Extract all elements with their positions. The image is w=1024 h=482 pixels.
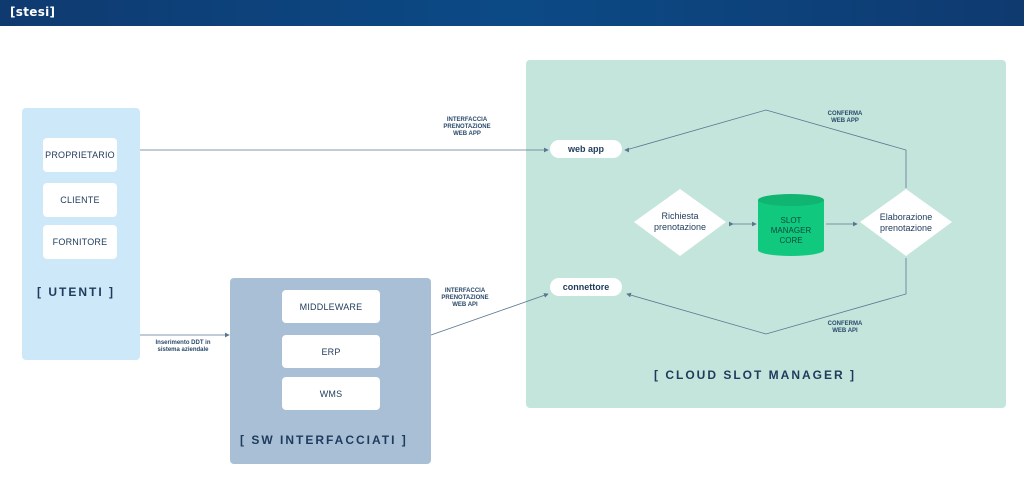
label-inserimento-ddt: Inserimento DDT in sistema aziendale bbox=[155, 340, 211, 353]
richiesta-label: Richiesta prenotazione bbox=[653, 211, 707, 232]
webapp-pill: web app bbox=[550, 140, 622, 158]
elaborazione-diamond bbox=[860, 189, 952, 256]
users-title: [ UTENTI ] bbox=[37, 285, 115, 299]
label-conferma-webapp: CONFERMA WEB APP bbox=[827, 111, 863, 124]
user-box-cliente: CLIENTE bbox=[43, 183, 117, 217]
slot-manager-core-label: SLOT MANAGER CORE bbox=[770, 216, 812, 245]
connettore-pill: connettore bbox=[550, 278, 622, 296]
sw-box-wms: WMS bbox=[282, 377, 380, 410]
sw-box-middleware: MIDDLEWARE bbox=[282, 290, 380, 323]
arrow-conferma-webapp-path bbox=[625, 109, 907, 188]
label-interfaccia-webapp: INTERFACCIA PRENOTAZIONE WEB APP bbox=[443, 117, 491, 137]
richiesta-diamond bbox=[634, 189, 726, 256]
arrow-conferma-webapi bbox=[626, 258, 907, 335]
user-box-proprietario: PROPRIETARIO bbox=[43, 138, 117, 172]
stesi-logo: [stesi] bbox=[10, 5, 56, 19]
sw-title: [ SW INTERFACCIATI ] bbox=[240, 433, 408, 447]
label-interfaccia-webapi: INTERFACCIA PRENOTAZIONE WEB API bbox=[441, 288, 489, 308]
core-cylinder-body bbox=[758, 200, 824, 250]
arrow-sw-to-connettore bbox=[430, 293, 549, 336]
header-bar: [stesi] bbox=[0, 0, 1024, 26]
core-cylinder-top bbox=[758, 194, 824, 206]
sw-box-erp: ERP bbox=[282, 335, 380, 368]
cloud-title: [ CLOUD SLOT MANAGER ] bbox=[654, 368, 856, 382]
core-cylinder-bottom bbox=[758, 244, 824, 256]
elaborazione-label: Elaborazione prenotazione bbox=[879, 212, 933, 233]
user-box-fornitore: FORNITORE bbox=[43, 225, 117, 259]
label-conferma-webapi: CONFERMA WEB API bbox=[827, 321, 863, 334]
